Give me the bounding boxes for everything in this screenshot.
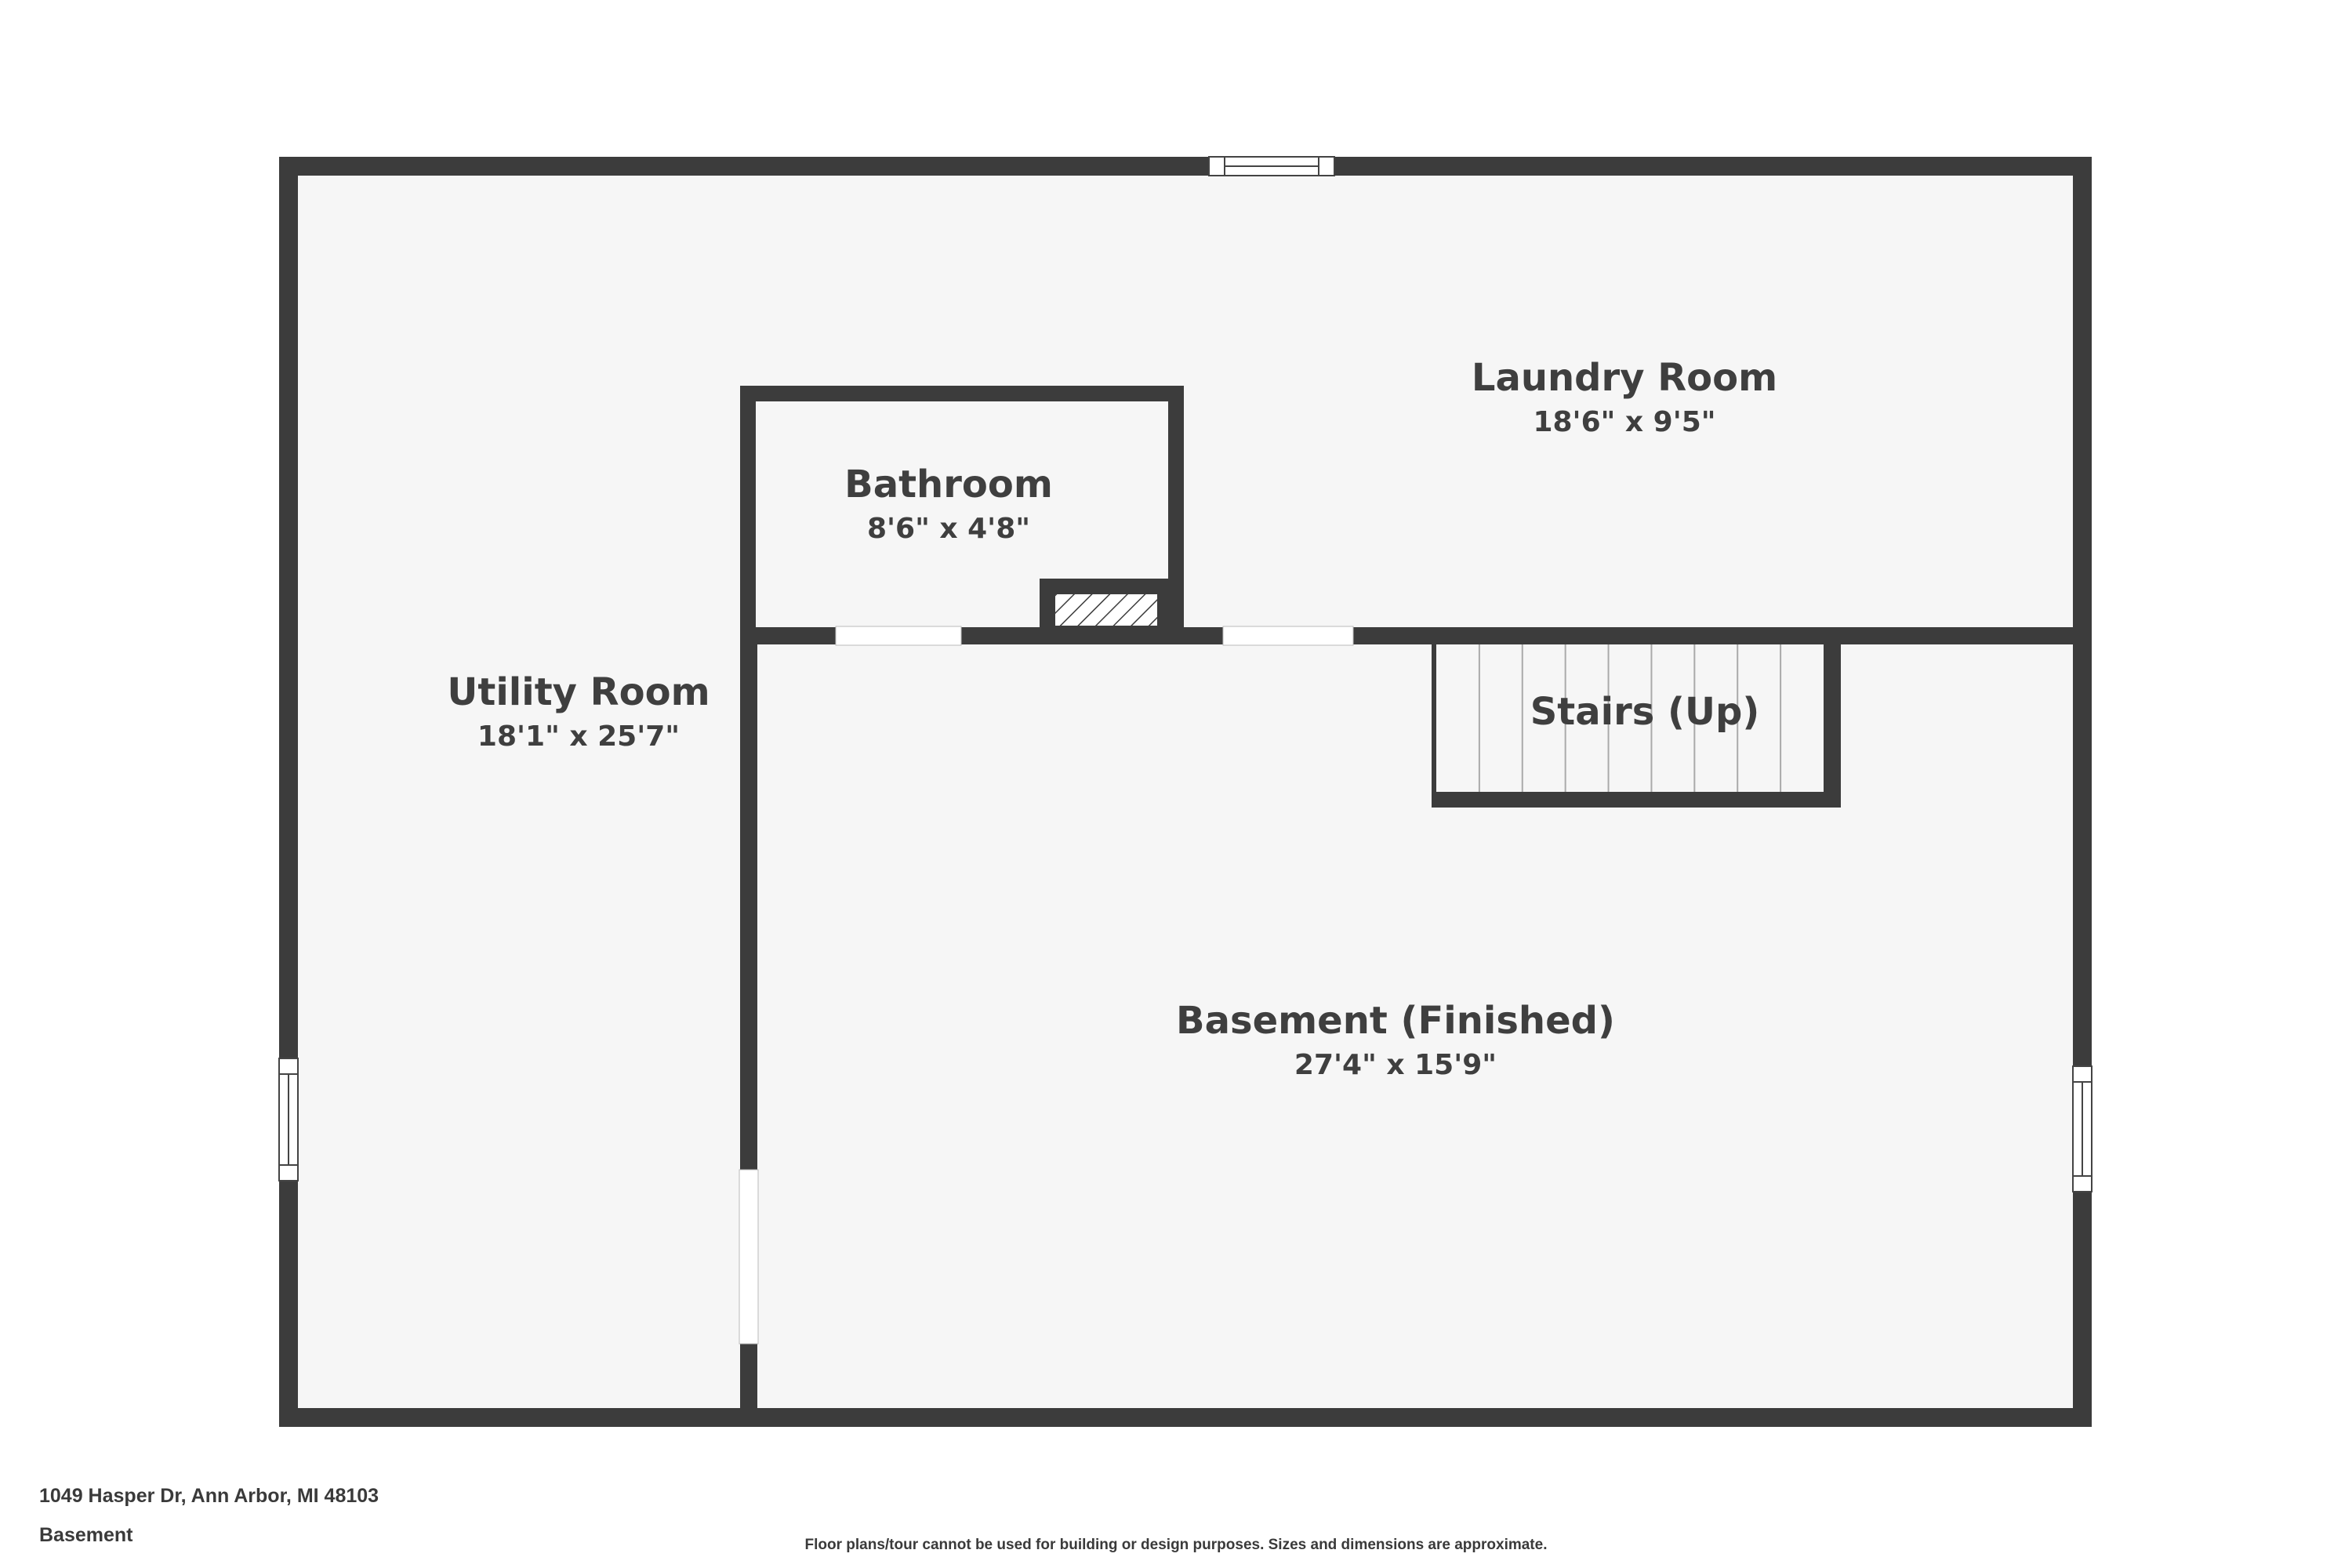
laundry-room-dims: 18'6" x 9'5" [1533,406,1715,438]
stairs-name: Stairs (Up) [1530,690,1760,734]
window-left [278,1058,299,1181]
wall-top [279,157,2092,176]
door-openings [739,626,1354,1345]
laundry-room-name: Laundry Room [1472,356,1777,400]
wall-bath-left [740,386,756,637]
bathroom-closet [1040,579,1173,637]
windows [278,156,2092,1192]
wall-left [279,157,298,1427]
window-top [1208,156,1335,176]
wall-bottom [279,1408,2092,1427]
property-address: 1049 Hasper Dr, Ann Arbor, MI 48103 [39,1485,379,1507]
basement-name: Basement (Finished) [1176,999,1615,1043]
door-laundry [1222,626,1354,646]
basement-dims: 27'4" x 15'9" [1294,1049,1497,1081]
stair-treads [1478,644,1782,792]
bathroom-name: Bathroom [844,463,1053,506]
utility-room-name: Utility Room [447,670,710,714]
wall-stairs-left [1432,637,1436,808]
wall-utility-divider-upper [740,637,757,1170]
wall-utility-divider-lower [740,1344,757,1410]
window-right [2072,1065,2092,1192]
utility-room-dims: 18'1" x 25'7" [477,720,680,753]
bathroom-dims: 8'6" x 4'8" [867,513,1030,545]
wall-stairs-right [1824,637,1841,808]
door-bathroom [835,626,962,646]
outer-walls [279,157,2092,1427]
wall-bath-right [1168,386,1184,637]
door-utility-basement [739,1169,759,1345]
wall-bath-top [740,386,1184,401]
wall-right [2073,157,2092,1427]
room-labels: Utility Room 18'1" x 25'7" Bathroom 8'6"… [447,356,1777,1081]
disclaimer-text: Floor plans/tour cannot be used for buil… [804,1537,1548,1553]
floor-level-label: Basement [39,1524,133,1546]
wall-stairs-bottom [1432,792,1841,808]
